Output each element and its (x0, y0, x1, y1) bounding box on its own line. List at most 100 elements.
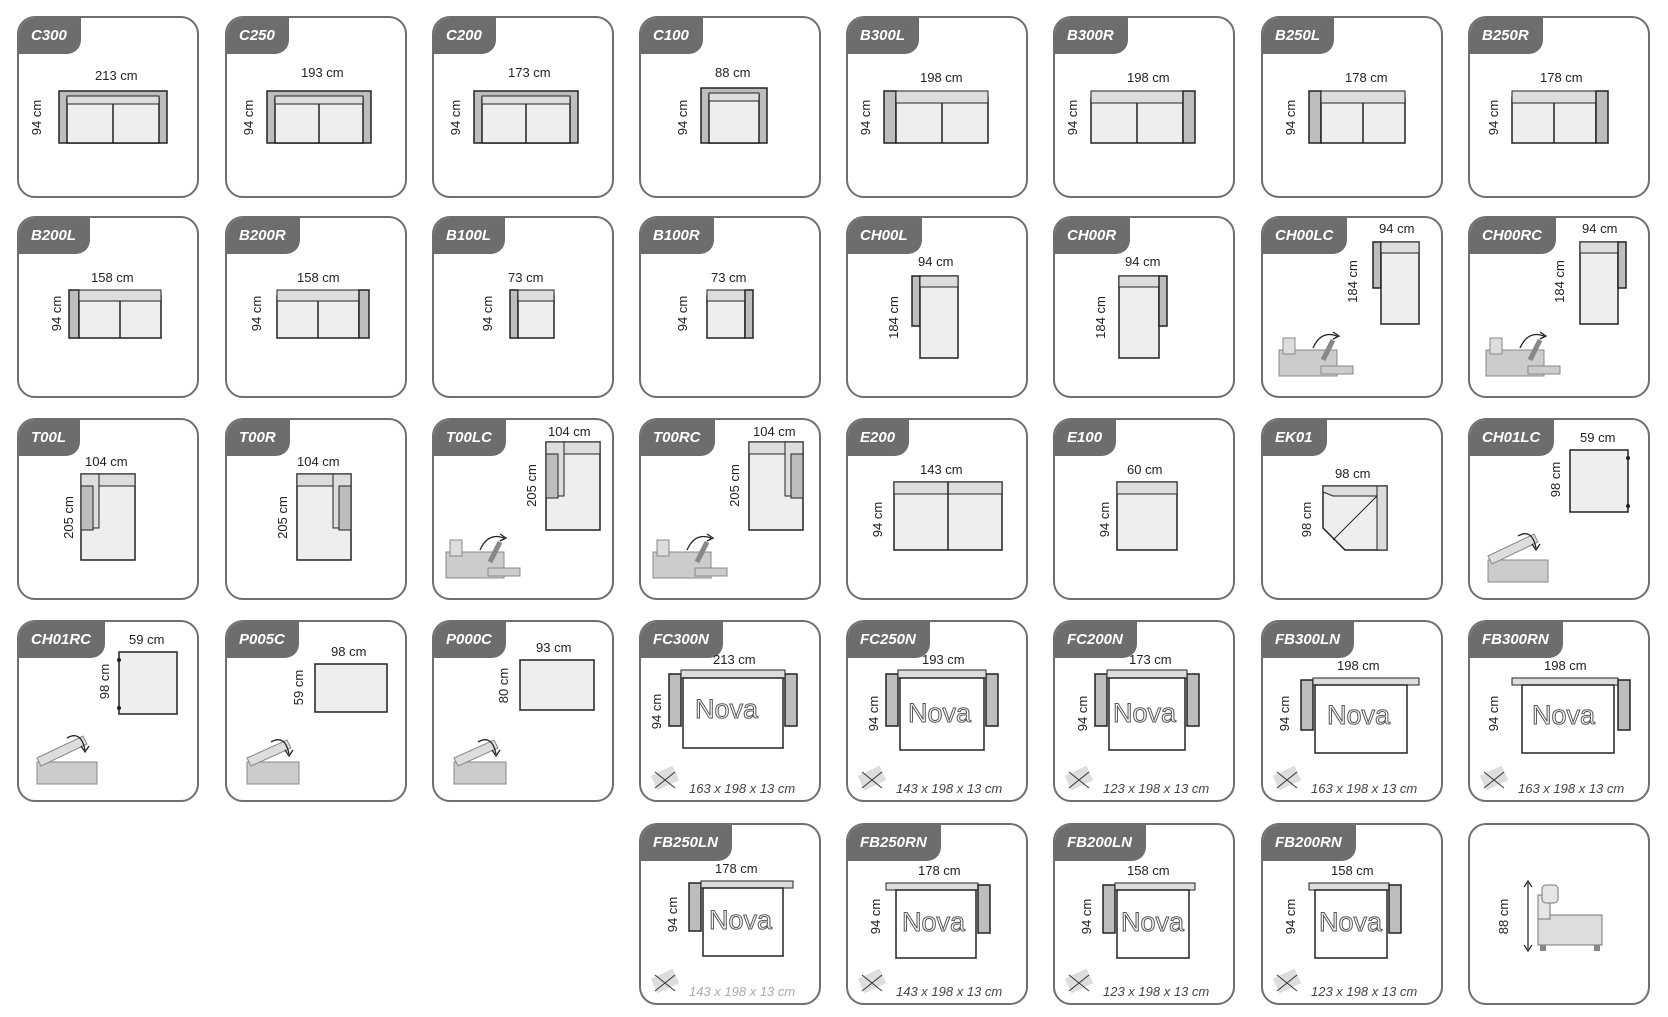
module-card-t00r[interactable]: T00R 104 cm 205 cm (225, 418, 407, 600)
depth-label: 94 cm (241, 99, 257, 136)
depth-label: 94 cm (29, 99, 45, 136)
module-code: FB250LN (641, 825, 733, 861)
armless-seat-icon (1116, 481, 1178, 551)
module-card-fb250rn[interactable]: FB250RN Nova 178 cm 94 cm 143 x 198 x 13… (846, 823, 1028, 1005)
width-label: 73 cm (508, 270, 544, 285)
module-code: B100L (434, 218, 506, 254)
corner-left-icon (80, 473, 136, 561)
brand-logo: Nova (694, 694, 759, 725)
module-code: P000C (434, 622, 506, 658)
sofa-left-arm-icon (883, 90, 989, 144)
module-card-e100[interactable]: E100 60 cm 94 cm (1053, 418, 1235, 600)
depth-label: 98 cm (1299, 501, 1315, 538)
module-card-t00lc[interactable]: T00LC 104 cm 205 cm (432, 418, 614, 600)
module-card-ch00l[interactable]: CH00L 94 cm 184 cm (846, 216, 1028, 398)
armchair-left-arm-icon (509, 289, 555, 339)
module-card-b100l[interactable]: B100L 73 cm 94 cm (432, 216, 614, 398)
module-card-fb200ln[interactable]: FB200LN Nova 158 cm 94 cm 123 x 198 x 13… (1053, 823, 1235, 1005)
module-card-fb250ln[interactable]: FB250LN Nova 178 cm 94 cm 143 x 198 x 13… (639, 823, 821, 1005)
module-card-fb300ln[interactable]: FB300LN Nova 198 cm 94 cm 163 x 198 x 13… (1261, 620, 1443, 802)
module-card-t00rc[interactable]: T00RC 104 cm 205 cm (639, 418, 821, 600)
module-code: T00LC (434, 420, 506, 456)
width-label: 178 cm (1540, 70, 1583, 85)
module-code: CH00L (848, 218, 922, 254)
width-label: 173 cm (508, 65, 551, 80)
module-card-e200[interactable]: E200 143 cm 94 cm (846, 418, 1028, 600)
module-card-c200[interactable]: C200 173 cm 94 cm (432, 16, 614, 198)
module-card-b300r[interactable]: B300R 198 cm 94 cm (1053, 16, 1235, 198)
sofa-2-seat-icon (473, 90, 579, 144)
depth-label: 94 cm (868, 898, 884, 935)
brand-logo: Nova (708, 905, 773, 936)
brand-logo: Nova (1120, 907, 1185, 938)
width-label: 158 cm (1331, 863, 1374, 878)
module-card-b300l[interactable]: B300L 198 cm 94 cm (846, 16, 1028, 198)
width-label: 104 cm (297, 454, 340, 469)
sofa-side-profile-icon (1523, 879, 1603, 953)
module-code: FB300LN (1263, 622, 1355, 658)
width-label: 158 cm (91, 270, 134, 285)
module-card-fb200rn[interactable]: FB200RN Nova 158 cm 94 cm 123 x 198 x 13… (1261, 823, 1443, 1005)
depth-label: 94 cm (49, 295, 65, 332)
module-card-c250[interactable]: C250 193 cm 94 cm (225, 16, 407, 198)
width-label: 104 cm (85, 454, 128, 469)
width-label: 98 cm (331, 644, 367, 659)
module-card-b200l[interactable]: B200L 158 cm 94 cm (17, 216, 199, 398)
mattress-size: 163 x 198 x 13 cm (1518, 781, 1625, 796)
module-card-b250l[interactable]: B250L 178 cm 94 cm (1261, 16, 1443, 198)
module-card-fc300n[interactable]: FC300N Nova 213 cm 94 cm 163 x 198 x 13 … (639, 620, 821, 802)
module-code: P005C (227, 622, 299, 658)
module-card-b250r[interactable]: B250R 178 cm 94 cm (1468, 16, 1650, 198)
module-card-t00l[interactable]: T00L 104 cm 205 cm (17, 418, 199, 600)
chaise-right-storage-icon (1485, 241, 1627, 377)
depth-label: 98 cm (1548, 461, 1564, 498)
mattress-size: 123 x 198 x 13 cm (1103, 781, 1210, 796)
module-card-fc250n[interactable]: FC250N Nova 193 cm 94 cm 143 x 198 x 13 … (846, 620, 1028, 802)
module-card-p000c[interactable]: P000C 93 cm 80 cm (432, 620, 614, 802)
sofa-bed-icon (1064, 669, 1200, 791)
module-code: CH00R (1055, 218, 1131, 254)
depth-label: 80 cm (496, 667, 512, 704)
mattress-size: 163 x 198 x 13 cm (689, 781, 796, 796)
depth-label: 94 cm (1065, 99, 1081, 136)
module-code: B300L (848, 18, 920, 54)
module-card-ch00r[interactable]: CH00R 94 cm 184 cm (1053, 216, 1235, 398)
module-card-p005c[interactable]: P005C 98 cm 59 cm (225, 620, 407, 802)
width-label: 193 cm (922, 652, 965, 667)
module-card-ch00lc[interactable]: CH00LC 94 cm 184 cm (1261, 216, 1443, 398)
module-code: CH01RC (19, 622, 106, 658)
module-code: C200 (434, 18, 496, 54)
module-code: FB200RN (1263, 825, 1356, 861)
module-card-c300[interactable]: C300 213 cm 94 cm (17, 16, 199, 198)
mattress-icon (650, 968, 680, 994)
pouf-storage-icon (246, 663, 388, 785)
depth-label: 205 cm (523, 464, 539, 507)
module-card-ch01lc[interactable]: CH01LC 59 cm 98 cm (1468, 418, 1650, 600)
module-code: B200R (227, 218, 300, 254)
module-card-b200r[interactable]: B200R 158 cm 94 cm (225, 216, 407, 398)
module-code: E200 (848, 420, 910, 456)
module-card-ek01[interactable]: EK01 98 cm 98 cm (1261, 418, 1443, 600)
module-card-fc200n[interactable]: FC200N Nova 173 cm 94 cm 123 x 198 x 13 … (1053, 620, 1235, 802)
mattress-size: 123 x 198 x 13 cm (1103, 984, 1210, 999)
width-label: 178 cm (918, 863, 961, 878)
module-card-fb300rn[interactable]: FB300RN Nova 198 cm 94 cm 163 x 198 x 13… (1468, 620, 1650, 802)
height-reference-card[interactable]: 88 cm (1468, 823, 1650, 1005)
depth-label: 94 cm (448, 99, 464, 136)
module-card-c100[interactable]: C100 88 cm 94 cm (639, 16, 821, 198)
brand-logo: Nova (1318, 907, 1383, 938)
module-card-ch00rc[interactable]: CH00RC 94 cm 184 cm (1468, 216, 1650, 398)
mattress-icon (1064, 765, 1094, 791)
sofa-left-arm-icon (1308, 90, 1406, 144)
sofa-3-seat-icon (58, 90, 168, 144)
module-code: T00RC (641, 420, 715, 456)
module-card-b100r[interactable]: B100R 73 cm 94 cm (639, 216, 821, 398)
armchair-icon (700, 87, 768, 144)
module-code: CH00RC (1470, 218, 1557, 254)
corner-right-storage-icon (652, 441, 804, 579)
mattress-icon (857, 765, 887, 791)
module-card-ch01rc[interactable]: CH01RC 59 cm 98 cm (17, 620, 199, 802)
width-label: 158 cm (297, 270, 340, 285)
mattress-size: 123 x 198 x 13 cm (1311, 984, 1418, 999)
pouf-storage-icon (453, 659, 595, 785)
